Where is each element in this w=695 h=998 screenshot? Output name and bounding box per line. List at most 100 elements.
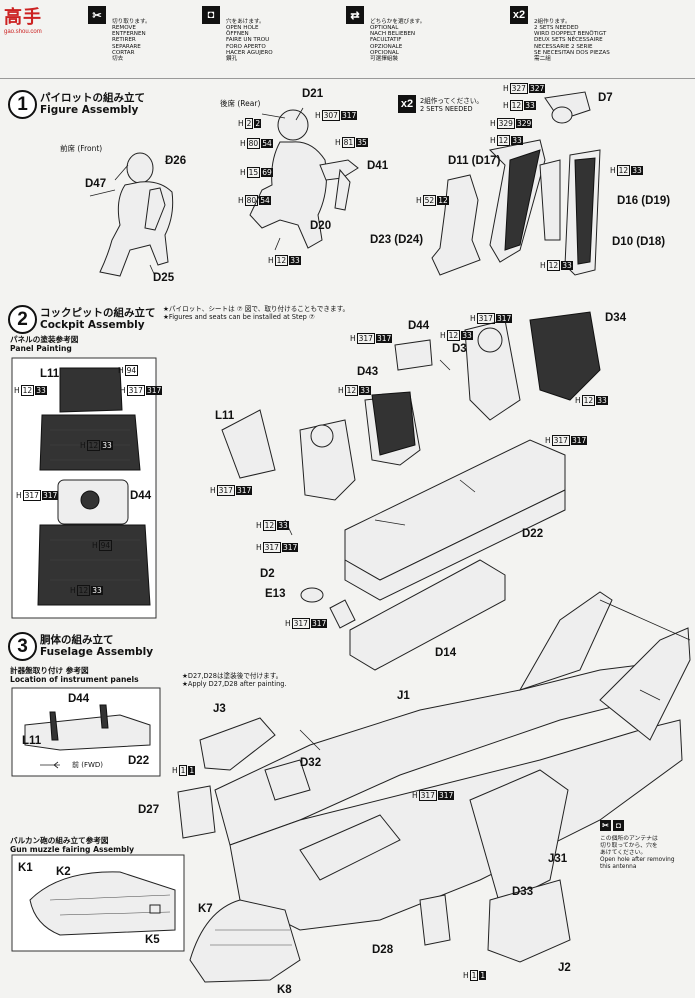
part-label: D33: [512, 886, 534, 898]
step-3-note: ★D27,D28は塗装後で付けます。★Apply D27,D28 after p…: [182, 672, 287, 688]
step-2-number: 2: [8, 305, 37, 334]
part-label: D22: [522, 528, 544, 540]
instrument-panel-diagram: [11, 687, 161, 777]
part-label: D3: [452, 343, 467, 355]
open-hole-icon: ◘: [613, 820, 624, 831]
part-label: J2: [558, 962, 571, 974]
part-label: K7: [198, 903, 213, 915]
fwd-label: 前 (FWD): [72, 761, 104, 769]
watermark-text: 高手: [4, 7, 42, 27]
part-label: K8: [277, 984, 292, 996]
part-label: K1: [18, 862, 33, 874]
part-label: D44: [130, 490, 152, 502]
watermark-logo: 高手 gao.shou.com: [4, 3, 74, 35]
part-label: D11 (D17): [448, 155, 501, 167]
part-label: D44: [408, 320, 430, 332]
part-label: J1: [397, 690, 410, 702]
part-label: D27: [138, 804, 160, 816]
part-label: D32: [300, 757, 322, 769]
part-label: J31: [548, 853, 568, 865]
front-label: 前席 (Front): [60, 144, 103, 153]
step-1-number: 1: [8, 90, 37, 119]
part-label: D41: [367, 160, 389, 172]
step-3-number: 3: [8, 632, 37, 661]
part-label: D26: [165, 155, 187, 167]
part-label: D7: [598, 92, 613, 104]
part-label: J3: [213, 703, 226, 715]
antenna-note-icons: ✂ ◘: [600, 820, 624, 842]
part-label: D20: [310, 220, 332, 232]
part-label: D22: [128, 755, 150, 767]
part-label: D2: [260, 568, 275, 580]
two-sets-icon: x2: [398, 95, 416, 113]
part-label: D16 (D19): [617, 195, 671, 207]
front-pilot-figure: [89, 152, 174, 277]
gun-fairing-diagram: [11, 854, 185, 952]
part-label: L11: [215, 410, 235, 422]
part-label: K5: [145, 934, 160, 946]
part-label: D21: [302, 88, 324, 100]
antenna-note: この個所のアンテナは切り取ってから、穴をあけてください。Open hole af…: [600, 836, 675, 870]
part-label: D34: [605, 312, 627, 324]
cut-icon: ✂: [88, 6, 106, 24]
cockpit-tub-drawing: [221, 311, 601, 671]
optional-icon: ⇄: [346, 6, 364, 24]
part-label: D25: [153, 272, 175, 284]
rear-pilot-figure: [249, 107, 359, 251]
watermark-subtext: gao.shou.com: [4, 29, 42, 35]
ejection-seat: [431, 91, 601, 276]
two-sets-icon: x2: [510, 6, 528, 24]
part-label: L11: [22, 735, 42, 747]
part-label: K2: [56, 866, 71, 878]
fuselage-drawing: [177, 591, 691, 983]
part-label: D44: [68, 693, 90, 705]
open-hole-icon: ◘: [202, 6, 220, 24]
panel-painting-drawing: [11, 357, 157, 619]
step-2-note: ★パイロット、シートは ⑦ 図で、取り付けることもできます。★Figures a…: [163, 305, 350, 321]
part-label: D10 (D18): [612, 236, 666, 248]
part-label: E13: [265, 588, 286, 600]
